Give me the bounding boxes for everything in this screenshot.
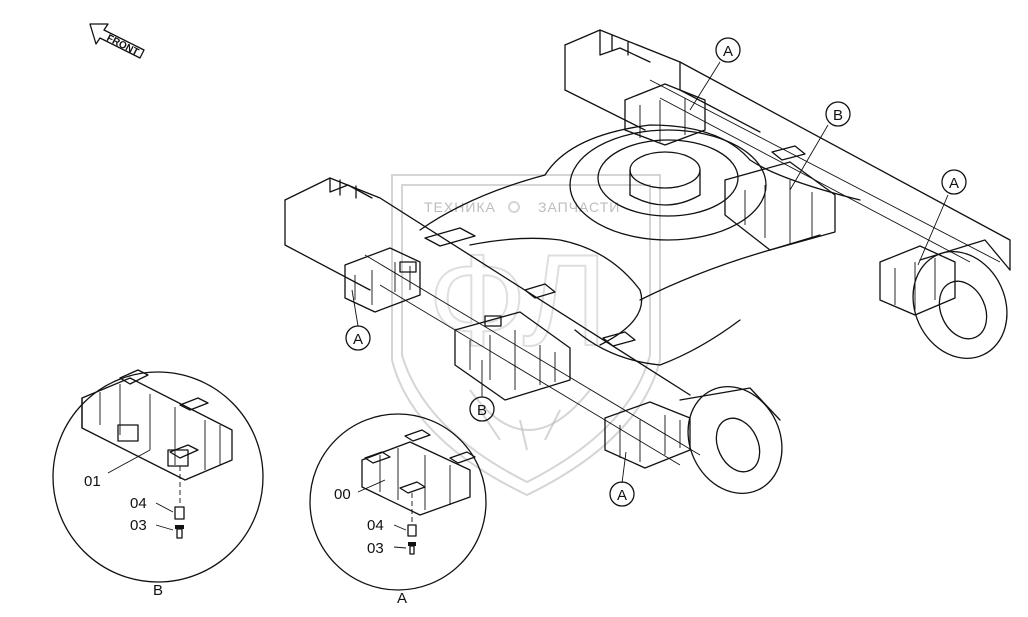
part-number-b-03: 03 xyxy=(130,517,147,534)
callout-leaders xyxy=(351,61,949,484)
detail-view-a: 00 04 03 A xyxy=(309,413,487,607)
callout-a-2: A xyxy=(941,169,967,195)
watermark-logo: ФЛ xyxy=(428,227,608,373)
callout-a-4: A xyxy=(609,481,635,507)
watermark: ТЕХНИКА ЗАПЧАСТИ ФЛ xyxy=(391,174,661,497)
front-arrow-icon: FRONT xyxy=(89,23,145,59)
collar-04-icon xyxy=(407,524,417,537)
collar-04-icon xyxy=(174,506,185,520)
detail-b-title: B xyxy=(153,582,163,599)
part-number-b-04: 04 xyxy=(130,495,147,512)
callout-a-1-label: A xyxy=(723,43,733,60)
track-guard-brackets xyxy=(344,83,956,469)
callout-a-2-label: A xyxy=(949,175,959,192)
undercarriage-frame xyxy=(284,29,1011,495)
part-number-a-04: 04 xyxy=(367,517,384,534)
detail-view-b: 01 04 03 B xyxy=(52,369,264,599)
gear-icon xyxy=(508,201,520,213)
callout-b-1-label: B xyxy=(833,107,843,124)
callout-b-1: B xyxy=(825,101,851,127)
detail-a-title: A xyxy=(397,590,407,607)
front-label: FRONT xyxy=(105,33,141,58)
bolt-03-icon xyxy=(408,542,416,546)
part-number-a-03: 03 xyxy=(367,540,384,557)
bolt-03-icon xyxy=(175,525,184,529)
callout-b-2: B xyxy=(469,396,495,422)
watermark-text-right: ЗАПЧАСТИ xyxy=(538,199,620,215)
callout-a-3-label: A xyxy=(353,331,363,348)
callout-b-2-label: B xyxy=(477,402,487,419)
callout-a-4-label: A xyxy=(617,487,627,504)
part-number-b-01: 01 xyxy=(84,473,101,490)
part-number-a-00: 00 xyxy=(334,486,351,503)
callout-a-1: A xyxy=(715,37,741,63)
callout-a-3: A xyxy=(345,325,371,351)
